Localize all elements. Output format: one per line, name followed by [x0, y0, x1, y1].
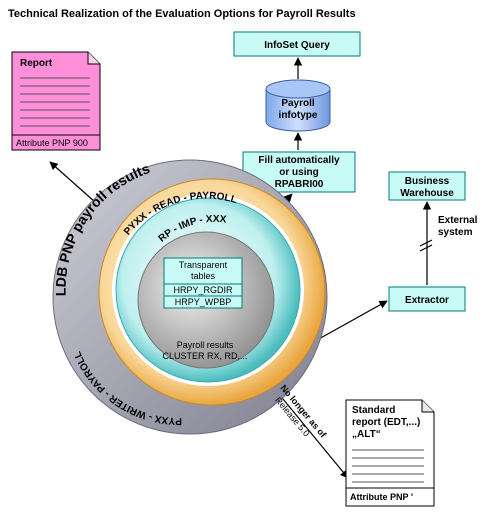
- cluster-line1: Payroll results: [177, 340, 234, 350]
- standard-report-line1: Standard: [352, 405, 395, 416]
- report-footer: Attribute PNP 900: [16, 138, 88, 148]
- standard-report-document: Standard report (EDT,...) „ALT“ Attribut…: [345, 399, 435, 507]
- payroll-infotype-line2: infotype: [279, 110, 318, 121]
- table-row-wpbp: HRPY_WPBP: [175, 297, 232, 307]
- fill-box-line2: or using: [279, 167, 318, 178]
- extractor-box: Extractor: [388, 286, 466, 312]
- cluster-line2: CLUSTER RX, RD,...: [162, 351, 247, 361]
- report-label: Report: [20, 58, 53, 69]
- standard-report-footer: Attribute PNP ': [350, 492, 413, 502]
- standard-report-line3: „ALT“: [352, 429, 381, 440]
- fill-box-line1: Fill automatically: [258, 155, 340, 166]
- report-lines: [20, 77, 90, 127]
- standard-report-line2: report (EDT,...): [352, 417, 420, 428]
- bw-line1: Business: [405, 176, 450, 187]
- tables-header-line1: Transparent: [179, 260, 228, 270]
- external-system-line1: External: [438, 215, 478, 226]
- table-row-rgdir: HRPY_RGDIR: [173, 285, 233, 295]
- payroll-infotype-line1: Payroll: [281, 98, 315, 109]
- extractor-label: Extractor: [405, 295, 449, 306]
- standard-report-lines: [352, 449, 424, 483]
- transparent-tables-box: Transparent tables HRPY_RGDIR HRPY_WPBP: [163, 257, 243, 309]
- diagram-title: Technical Realization of the Evaluation …: [8, 8, 356, 20]
- fill-box-line3: RPABRI00: [275, 179, 324, 190]
- payroll-infotype-db: Payroll infotype: [265, 79, 331, 132]
- infoset-query-label: InfoSet Query: [264, 40, 330, 51]
- business-warehouse-box: Business Warehouse: [388, 171, 466, 201]
- external-system-line2: system: [438, 227, 473, 238]
- report-document: Report Attribute PNP 900: [11, 51, 101, 151]
- external-system-break-icon: [419, 239, 433, 252]
- tables-header-line2: tables: [191, 271, 216, 281]
- bw-line2: Warehouse: [400, 188, 454, 199]
- infoset-query-box: InfoSet Query: [233, 31, 361, 57]
